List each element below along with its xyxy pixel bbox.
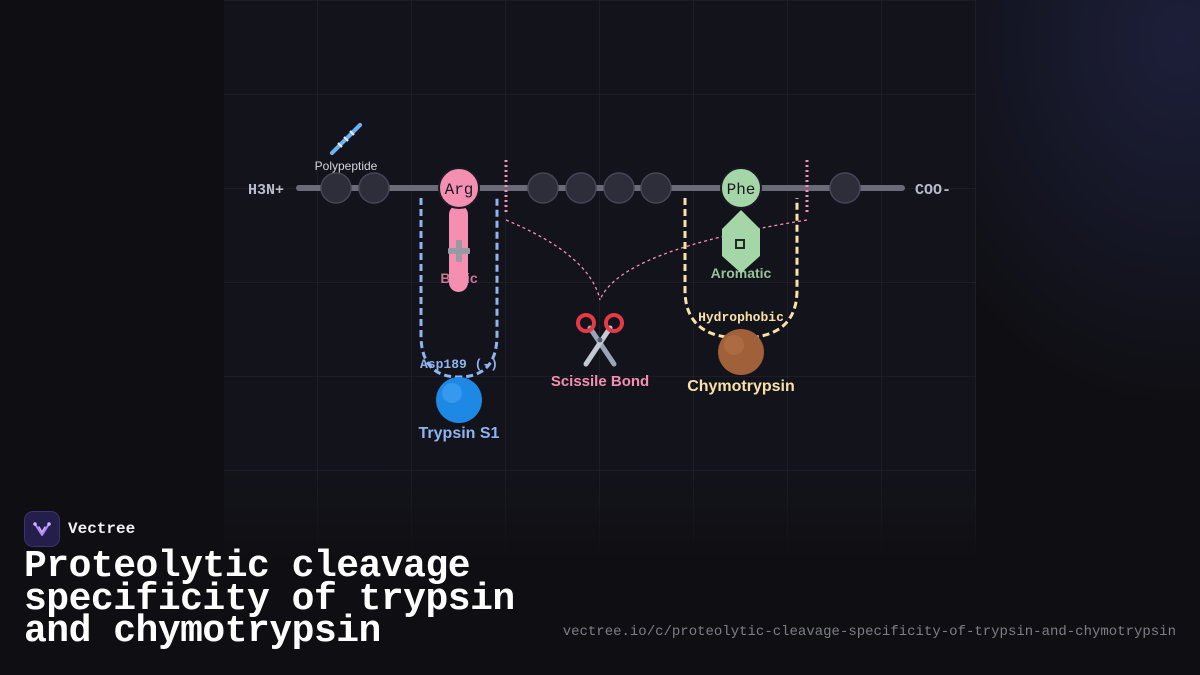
page-title: Proteolytic cleavage specificity of tryp…: [24, 545, 515, 653]
scissile-bond-label: Scissile Bond: [551, 373, 649, 390]
page-url[interactable]: vectree.io/c/proteolytic-cleavage-specif…: [562, 624, 1176, 640]
residue: [565, 172, 597, 204]
vectree-logo-icon: [24, 511, 60, 547]
phe-side-chain: [722, 210, 760, 273]
connector-trypsin-cleavage: [505, 219, 601, 301]
brand-name: Vectree: [68, 520, 136, 538]
c-terminus-label: COO-: [915, 182, 951, 199]
connector-chymotrypsin-cleavage: [599, 219, 808, 301]
phe-label: Phe: [727, 181, 756, 199]
residue: [320, 172, 352, 204]
aromatic-label: Aromatic: [711, 265, 772, 281]
chymotrypsin-label: Chymotrypsin: [687, 378, 795, 395]
brand: Vectree: [24, 511, 136, 547]
residue: [829, 172, 861, 204]
residue: [527, 172, 559, 204]
trypsin-label: Trypsin S1: [419, 425, 500, 442]
arg-residue: [438, 167, 480, 209]
scissors-icon: [576, 313, 624, 367]
residue: [603, 172, 635, 204]
polypeptide-label: Polypeptide: [315, 159, 378, 173]
phe-residue: [720, 167, 762, 209]
dna-icon: [330, 123, 362, 155]
blue-circle-icon: [436, 377, 482, 423]
hydrophobic-label: Hydrophobic: [698, 310, 784, 325]
ring-icon: [735, 239, 745, 249]
plus-icon: [448, 240, 470, 262]
basic-label: Basic: [440, 270, 478, 286]
stage-fade: [224, 470, 976, 560]
n-terminus-label: H3N+: [248, 182, 284, 199]
asp189-label: Asp189 (-): [420, 357, 498, 372]
arg-label: Arg: [445, 181, 474, 199]
residue: [358, 172, 390, 204]
residue: [640, 172, 672, 204]
diagram-stage: [224, 0, 976, 560]
brown-circle-icon: [718, 329, 764, 375]
